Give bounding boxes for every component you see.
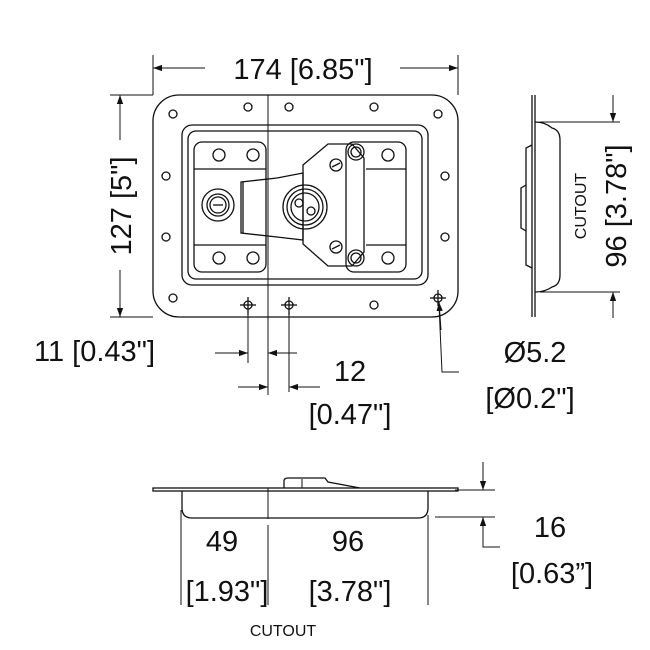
lock-cylinder: [201, 188, 235, 222]
hole-diameter-inch: [Ø0.2"]: [485, 383, 574, 415]
bottom-cutout-label: CUTOUT: [250, 623, 317, 640]
bottom-49-inch: [1.93"]: [186, 576, 269, 608]
side-cutout-label: CUTOUT: [573, 173, 590, 240]
offset-11-dimension: 11 [0.43"]: [34, 336, 155, 368]
bottom-view: [152, 477, 459, 519]
bottom-96-dimension: 96: [332, 526, 364, 558]
width-dimension: 174 [6.85"]: [233, 54, 372, 86]
bottom-49-dimension: 49: [206, 526, 238, 558]
depth-inch: [0.63”]: [511, 558, 593, 590]
mounting-holes: [161, 102, 450, 315]
hole-diameter: Ø5.2: [504, 337, 567, 369]
height-dimension: 127 [5"]: [106, 157, 138, 256]
bottom-96-inch: [3.78"]: [309, 576, 392, 608]
side-cutout-dimension: 96 [3.78"]: [601, 144, 633, 267]
offset-12-inch: [0.47"]: [309, 399, 392, 431]
side-view: CUTOUT 96 [3.78"]: [520, 95, 633, 318]
front-view: [152, 94, 459, 395]
depth-dimension: 16: [534, 512, 566, 544]
offset-12-dimension: 12: [334, 356, 366, 388]
